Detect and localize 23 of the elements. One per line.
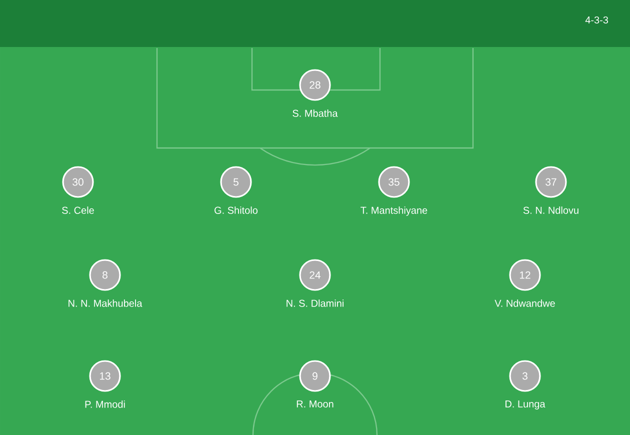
player-name: V. Ndwandwe bbox=[494, 300, 555, 307]
player-number-disc: 12 bbox=[509, 259, 541, 291]
player-name: N. S. Dlamini bbox=[286, 300, 344, 307]
player-name: P. Mmodi bbox=[85, 400, 125, 408]
player-name: S. N. Ndlovu bbox=[523, 206, 578, 214]
player-number-disc: 28 bbox=[299, 69, 331, 101]
player-name: N. N. Makhubela bbox=[68, 300, 142, 307]
player-number-disc: 24 bbox=[299, 259, 331, 291]
formation-label: 4-3-3 bbox=[585, 16, 608, 24]
player-name: S. Mbatha bbox=[292, 110, 338, 117]
player-number-disc: 8 bbox=[89, 259, 121, 291]
player-name: S. Cele bbox=[62, 206, 94, 214]
player-number-disc: 13 bbox=[89, 360, 121, 392]
player-number-disc: 9 bbox=[299, 360, 331, 392]
player-name: G. Shitolo bbox=[214, 206, 258, 214]
player-name: D. Lunga bbox=[506, 400, 546, 410]
player-name: R. Moon bbox=[296, 400, 334, 408]
player-number-disc: 30 bbox=[62, 166, 94, 198]
player-name: T. Mantshiyane bbox=[360, 206, 428, 216]
player-number-disc: 35 bbox=[378, 166, 410, 198]
player-number-disc: 5 bbox=[220, 166, 252, 198]
player-number-disc: 37 bbox=[535, 166, 567, 198]
player-number-disc: 3 bbox=[509, 360, 541, 392]
